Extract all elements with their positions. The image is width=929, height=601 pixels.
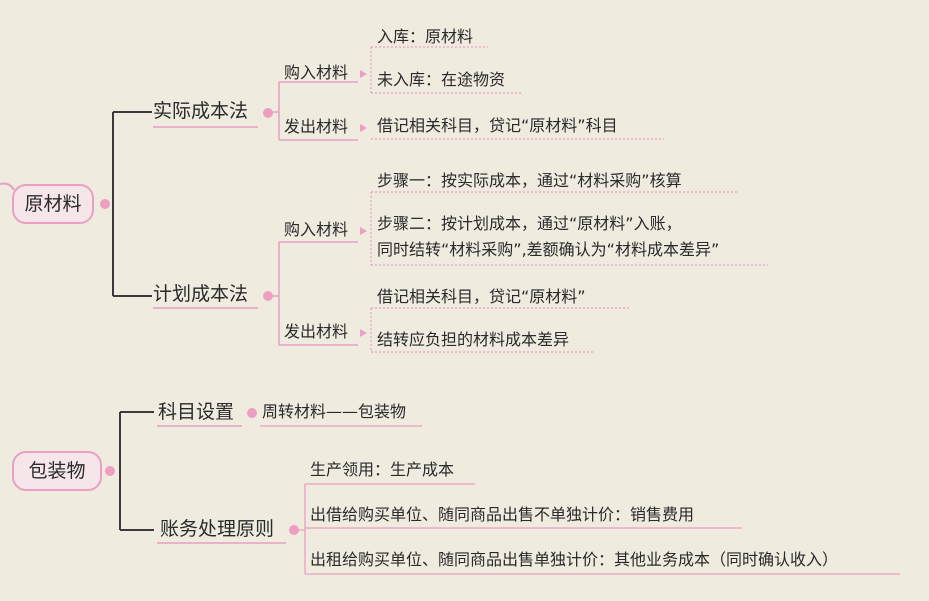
node-dot bbox=[289, 525, 299, 535]
leaf-text: 同时结转“材料采购”,差额确认为“材料成本差异” bbox=[377, 240, 720, 259]
root-node-raw-materials[interactable]: 原材料 bbox=[12, 184, 94, 224]
leaf-text: 步骤一：按实际成本，通过“材料采购”核算 bbox=[377, 171, 682, 190]
branch-actual-cost[interactable]: 实际成本法 bbox=[153, 100, 249, 122]
node-dot bbox=[100, 199, 110, 209]
sub-purchase-material[interactable]: 购入材料 bbox=[284, 220, 349, 239]
sub-issue-material[interactable]: 发出材料 bbox=[284, 117, 349, 136]
connector bbox=[268, 81, 358, 141]
leaf-bracket bbox=[370, 46, 522, 94]
leaf-bracket bbox=[370, 191, 768, 266]
leaf-text: 未入库：在途物资 bbox=[377, 70, 506, 89]
sub-purchase-material[interactable]: 购入材料 bbox=[284, 63, 349, 82]
node-dot bbox=[105, 466, 115, 476]
node-dot bbox=[263, 108, 273, 118]
branch-account-setup[interactable]: 科目设置 bbox=[158, 401, 235, 423]
leaf-text: 出租给购买单位、随同商品出售单独计价：其他业务成本（同时确认收入） bbox=[310, 550, 839, 569]
leaf-text: 借记相关科目，贷记“原材料” bbox=[377, 287, 586, 306]
sub-issue-material[interactable]: 发出材料 bbox=[284, 322, 349, 341]
trunk-line-rawmaterial bbox=[112, 111, 152, 297]
trunk-line-packaging bbox=[119, 411, 154, 531]
node-dot bbox=[263, 291, 273, 301]
branch-planned-cost[interactable]: 计划成本法 bbox=[153, 283, 249, 305]
leaf-text: 出借给购买单位、随同商品出售不单独计价：销售费用 bbox=[310, 505, 695, 524]
leaf-text: 周转材料——包装物 bbox=[262, 402, 407, 421]
leaf-bracket bbox=[296, 483, 900, 575]
leaf-text: 入库：原材料 bbox=[377, 27, 474, 46]
leaf-text: 生产领用：生产成本 bbox=[310, 460, 455, 479]
leaf-bracket bbox=[370, 307, 630, 353]
arrow-icon bbox=[360, 227, 367, 235]
branch-accounting-principles[interactable]: 账务处理原则 bbox=[160, 518, 275, 540]
node-dot bbox=[247, 408, 257, 418]
connector bbox=[268, 241, 358, 346]
arrow-icon bbox=[360, 70, 367, 78]
arrow-icon bbox=[360, 329, 367, 337]
leaf-text: 步骤二：按计划成本，通过“原材料”入账， bbox=[377, 214, 682, 233]
leaf-text: 借记相关科目，贷记“原材料”科目 bbox=[377, 116, 618, 135]
leaf-text: 结转应负担的材料成本差异 bbox=[377, 330, 570, 349]
arrow-icon bbox=[360, 124, 367, 132]
root-stub-line bbox=[0, 182, 15, 191]
root-node-packaging[interactable]: 包装物 bbox=[12, 451, 102, 491]
